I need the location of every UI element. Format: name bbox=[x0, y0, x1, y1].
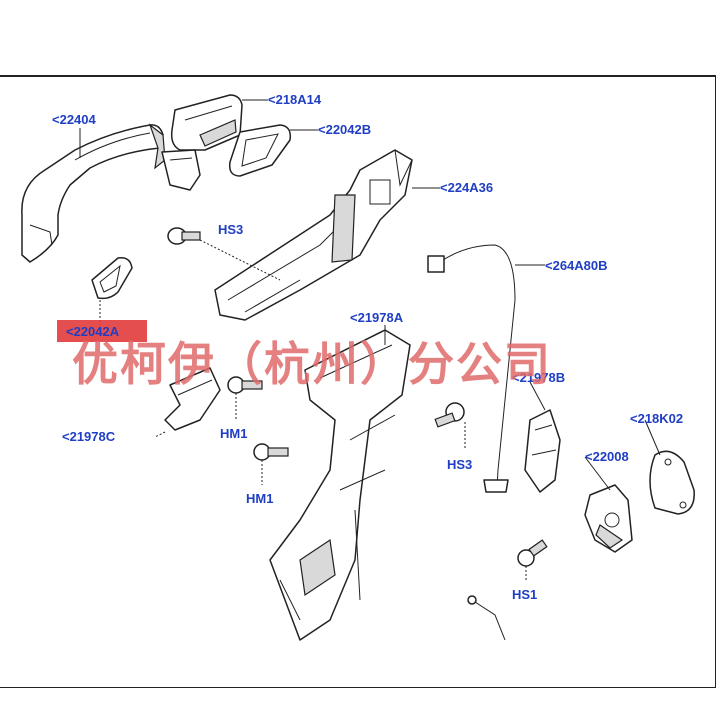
part-HS3-screw-top bbox=[167, 227, 281, 281]
part-218A14-cap bbox=[170, 94, 243, 151]
label-22008: <22008 bbox=[585, 449, 629, 464]
part-HS1-screw bbox=[517, 539, 548, 580]
part-21978A-bracket bbox=[269, 329, 411, 641]
part-HM1-bolt-lower bbox=[253, 443, 289, 485]
part-HM1-bolt-upper bbox=[227, 376, 263, 420]
part-21978C-bracket bbox=[154, 367, 221, 438]
label-HS1: HS1 bbox=[512, 587, 537, 602]
label-218A14: <218A14 bbox=[268, 92, 322, 107]
label-22042A: <22042A bbox=[66, 324, 120, 339]
part-22042B-gasket bbox=[228, 124, 292, 177]
part-22008-latch bbox=[584, 484, 633, 553]
label-HM1-upper: HM1 bbox=[220, 426, 247, 441]
part-HS3-screw-middle bbox=[434, 402, 466, 450]
part-22042A-gasket bbox=[91, 256, 133, 325]
label-22042B: <22042B bbox=[318, 122, 371, 137]
part-264A80B-cable bbox=[427, 244, 516, 493]
part-rod bbox=[467, 595, 506, 641]
label-264A80B: <264A80B bbox=[545, 258, 608, 273]
part-224A36-carrier bbox=[214, 149, 413, 321]
watermark-text: 优柯伊（杭州）分公司 bbox=[72, 337, 552, 391]
part-21978B-guide bbox=[524, 409, 561, 493]
label-HS3-middle: HS3 bbox=[447, 457, 472, 472]
label-218K02: <218K02 bbox=[630, 411, 683, 426]
label-21978B: <21978B bbox=[512, 370, 565, 385]
label-21978A: <21978A bbox=[350, 310, 404, 325]
part-22404-handle bbox=[21, 123, 166, 263]
label-leaders bbox=[79, 99, 661, 491]
part-connector bbox=[161, 149, 201, 191]
part-218K02-gasket bbox=[649, 450, 695, 515]
highlight-box-22042A bbox=[57, 320, 147, 342]
label-224A36: <224A36 bbox=[440, 180, 493, 195]
label-HM1-lower: HM1 bbox=[246, 491, 273, 506]
label-21978C: <21978C bbox=[62, 429, 116, 444]
label-22404: <22404 bbox=[52, 112, 97, 127]
label-HS3-top: HS3 bbox=[218, 222, 243, 237]
